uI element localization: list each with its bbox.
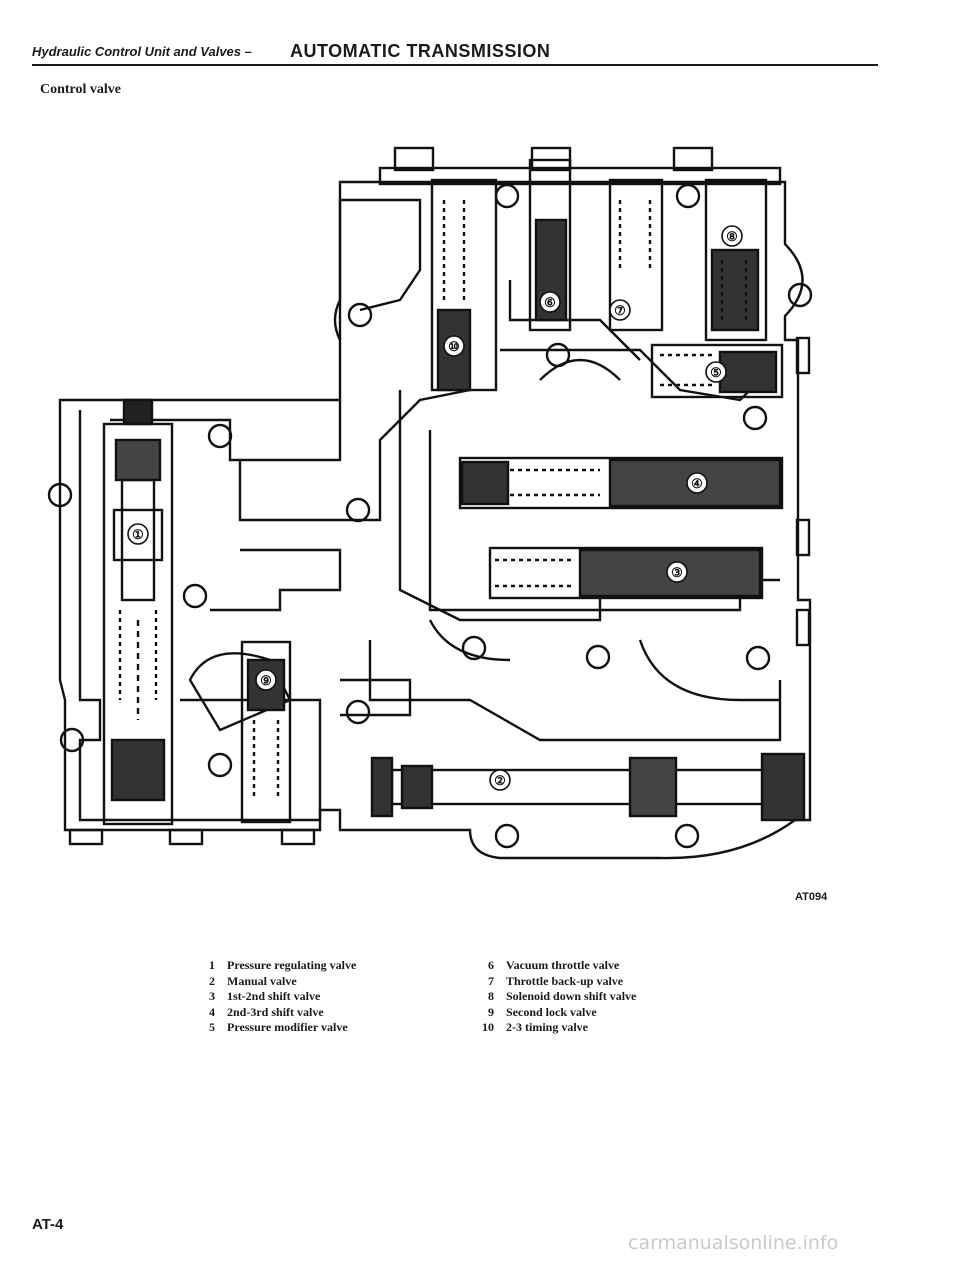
control-valve-diagram: ① ② ③ ④ ⑤ ⑥ ⑦ ⑧ ⑨ ⑩ (47, 146, 813, 860)
callout-10: ⑩ (448, 339, 460, 354)
callout-2: ② (494, 773, 506, 788)
valve-4-body (458, 456, 784, 510)
watermark: carmanualsonline.info (628, 1232, 839, 1254)
page-number: AT-4 (32, 1216, 64, 1233)
valve-2-end (760, 752, 806, 822)
callout-1: ① (132, 527, 144, 542)
valve-5-spring (660, 353, 716, 387)
valve-1-cap (122, 398, 154, 426)
callout-9: ⑨ (260, 673, 272, 688)
port-2 (345, 497, 371, 523)
valve-3-body (488, 546, 764, 600)
port-5 (345, 699, 371, 725)
callout-4: ④ (691, 476, 703, 491)
port-3 (47, 482, 73, 508)
valve-2-stem (390, 768, 784, 806)
port-13 (745, 645, 771, 671)
valve-5-spool (718, 350, 778, 394)
callout-5: ⑤ (710, 365, 722, 380)
callout-8: ⑧ (726, 229, 738, 244)
port-16 (787, 282, 813, 308)
valve-2-land-1 (400, 764, 434, 810)
port-15 (674, 823, 700, 849)
port-9 (545, 342, 571, 368)
valve-8-body (704, 178, 768, 342)
valve-2-land-2 (628, 756, 678, 818)
bolt-bottom-1 (68, 828, 104, 846)
valve-4-spring (510, 468, 600, 497)
port-4 (182, 583, 208, 609)
valve-5-body (650, 343, 784, 399)
valve-1-spool-lower (110, 738, 166, 802)
callout-3: ③ (671, 565, 683, 580)
valve-1-spool-upper (114, 438, 162, 482)
top-plate (378, 166, 782, 186)
bolt-bottom-2 (168, 828, 204, 846)
header-title: AUTOMATIC TRANSMISSION (290, 41, 551, 61)
port-7 (207, 752, 233, 778)
valve-7-body (608, 178, 664, 332)
port-18 (675, 183, 701, 209)
header-section: Hydraulic Control Unit and Valves – (32, 44, 252, 59)
valve-7-spring (618, 200, 652, 270)
bolt-bottom-3 (280, 828, 316, 846)
valve-4-plug (460, 460, 510, 506)
port-8 (347, 302, 373, 328)
section-title: Control valve (40, 82, 122, 97)
port-6 (59, 727, 85, 753)
valve-3-spring (495, 558, 575, 588)
port-17 (494, 183, 520, 209)
bolt-top-3 (672, 146, 714, 172)
valve-1-body (102, 422, 174, 826)
valve-6-body (528, 158, 572, 332)
valve-10-spring (442, 200, 466, 300)
valve-1-spring (118, 610, 158, 700)
bolt-right-1 (795, 336, 811, 375)
valve-2-knob (370, 756, 394, 818)
callout-6: ⑥ (544, 295, 556, 310)
page-header: Hydraulic Control Unit and Valves – AUTO… (32, 34, 878, 66)
callout-7: ⑦ (614, 303, 626, 318)
valve-8-spool (710, 248, 760, 332)
port-10 (742, 405, 768, 431)
bolt-right-3 (795, 608, 811, 647)
valve-8-spring (720, 260, 748, 320)
valve-1-land (112, 508, 164, 562)
port-1 (207, 423, 233, 449)
figure-code: AT094 (795, 891, 828, 903)
valve-1-spool-mid (120, 478, 156, 602)
port-11 (461, 635, 487, 661)
port-14 (494, 823, 520, 849)
valve-9-spring (252, 720, 280, 800)
bolt-right-2 (795, 518, 811, 557)
port-12 (585, 644, 611, 670)
bolt-top-1 (393, 146, 435, 172)
valve-9-body (240, 640, 292, 824)
